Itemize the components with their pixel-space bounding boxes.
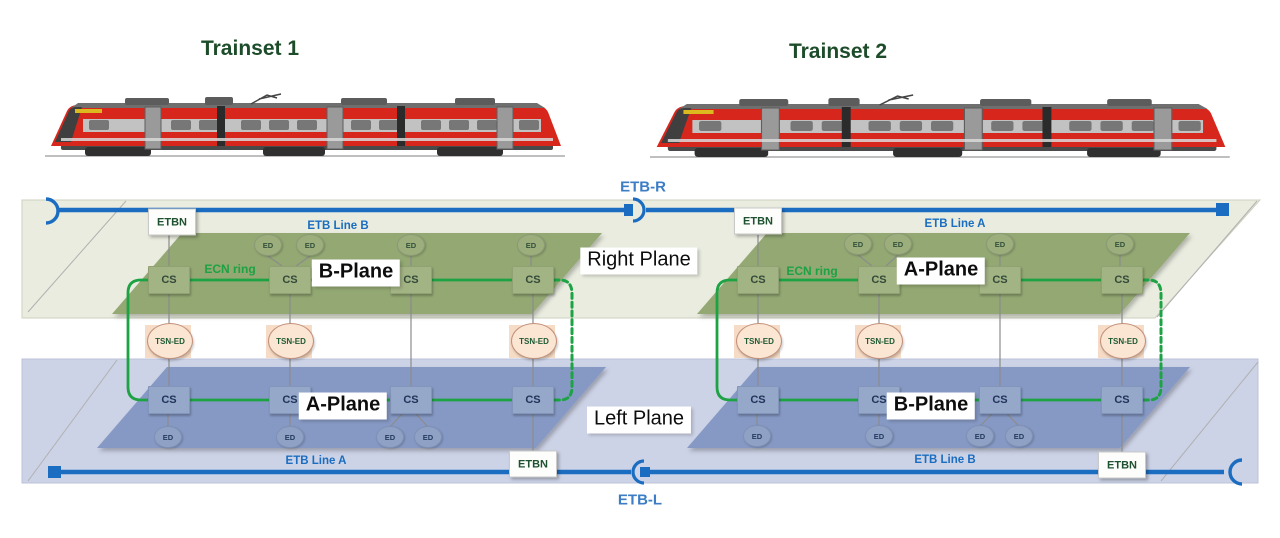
ed-device: ED bbox=[986, 233, 1014, 255]
tsn-ed-device: TSN-ED bbox=[1098, 323, 1146, 359]
trainset1-train-image bbox=[44, 93, 566, 157]
cs-switch: CS bbox=[512, 266, 554, 294]
tsn-ed-label: TSN-ED bbox=[736, 323, 782, 359]
t2-bottom-plane-label: B-Plane bbox=[886, 392, 976, 420]
tsn-ed-device: TSN-ED bbox=[266, 323, 314, 359]
tsn-ed-label: TSN-ED bbox=[511, 323, 557, 359]
tsn-ed-label: TSN-ED bbox=[268, 323, 314, 359]
cs-switch: CS bbox=[979, 386, 1021, 414]
etb-r-label: ETB-R bbox=[620, 178, 666, 196]
cs-switch: CS bbox=[512, 386, 554, 414]
cs-switch: CS bbox=[1101, 386, 1143, 414]
tsn-ed-device: TSN-ED bbox=[145, 323, 193, 359]
ed-device: ED bbox=[296, 234, 324, 256]
cs-switch: CS bbox=[148, 266, 190, 294]
tsn-ed-device: TSN-ED bbox=[855, 323, 903, 359]
right-plane-label: Right Plane bbox=[580, 247, 698, 275]
cs-switch: CS bbox=[269, 266, 311, 294]
t1-top-plane-label: B-Plane bbox=[311, 259, 401, 287]
ed-device: ED bbox=[865, 425, 893, 447]
cs-switch: CS bbox=[858, 266, 900, 294]
cs-switch: CS bbox=[979, 266, 1021, 294]
ed-device: ED bbox=[884, 233, 912, 255]
t2-top-plane-label: A-Plane bbox=[896, 257, 986, 285]
t1-bottom-line-label: ETB Line A bbox=[285, 455, 347, 467]
cs-switch: CS bbox=[390, 386, 432, 414]
cs-switch: CS bbox=[1101, 266, 1143, 294]
t2-bottom-line-label: ETB Line B bbox=[914, 454, 976, 466]
tsn-ed-label: TSN-ED bbox=[1100, 323, 1146, 359]
trainset2-title: Trainset 2 bbox=[788, 40, 888, 63]
etbn-t2-bottom: ETBN bbox=[1098, 451, 1146, 479]
ed-device: ED bbox=[966, 425, 994, 447]
etbn-t1-bottom: ETBN bbox=[509, 450, 557, 478]
ed-device: ED bbox=[743, 425, 771, 447]
t1-bottom-plane-label: A-Plane bbox=[298, 392, 388, 420]
cs-switch: CS bbox=[737, 386, 779, 414]
etb-l-label: ETB-L bbox=[617, 491, 663, 509]
ecn-ring-lines bbox=[126, 278, 1163, 402]
left-plane-label: Left Plane bbox=[586, 406, 692, 434]
cs-switch: CS bbox=[737, 266, 779, 294]
tsn-ed-label: TSN-ED bbox=[857, 323, 903, 359]
tsn-ed-label: TSN-ED bbox=[147, 323, 193, 359]
ed-device: ED bbox=[844, 233, 872, 255]
ed-device: ED bbox=[376, 426, 404, 448]
ed-device: ED bbox=[397, 234, 425, 256]
ed-device: ED bbox=[1005, 425, 1033, 447]
device-links bbox=[167, 235, 1123, 453]
ed-device: ED bbox=[154, 426, 182, 448]
ed-device: ED bbox=[414, 426, 442, 448]
ed-device: ED bbox=[1106, 233, 1134, 255]
ed-device: ED bbox=[254, 234, 282, 256]
t1-ecn-ring-label: ECN ring bbox=[204, 262, 256, 276]
ed-device: ED bbox=[276, 426, 304, 448]
perspective-lines bbox=[27, 200, 1259, 482]
tsn-ed-device: TSN-ED bbox=[734, 323, 782, 359]
etbn-t2-top: ETBN bbox=[734, 207, 782, 235]
t2-top-line-label: ETB Line A bbox=[924, 218, 986, 230]
trainset2-train-image bbox=[649, 94, 1231, 158]
ed-device: ED bbox=[517, 234, 545, 256]
tsn-ed-device: TSN-ED bbox=[509, 323, 557, 359]
t1-top-line-label: ETB Line B bbox=[307, 220, 369, 232]
etbn-t1-top: ETBN bbox=[148, 208, 196, 236]
cs-switch: CS bbox=[148, 386, 190, 414]
t2-ecn-ring-label: ECN ring bbox=[786, 264, 838, 278]
trainset1-title: Trainset 1 bbox=[200, 37, 300, 60]
